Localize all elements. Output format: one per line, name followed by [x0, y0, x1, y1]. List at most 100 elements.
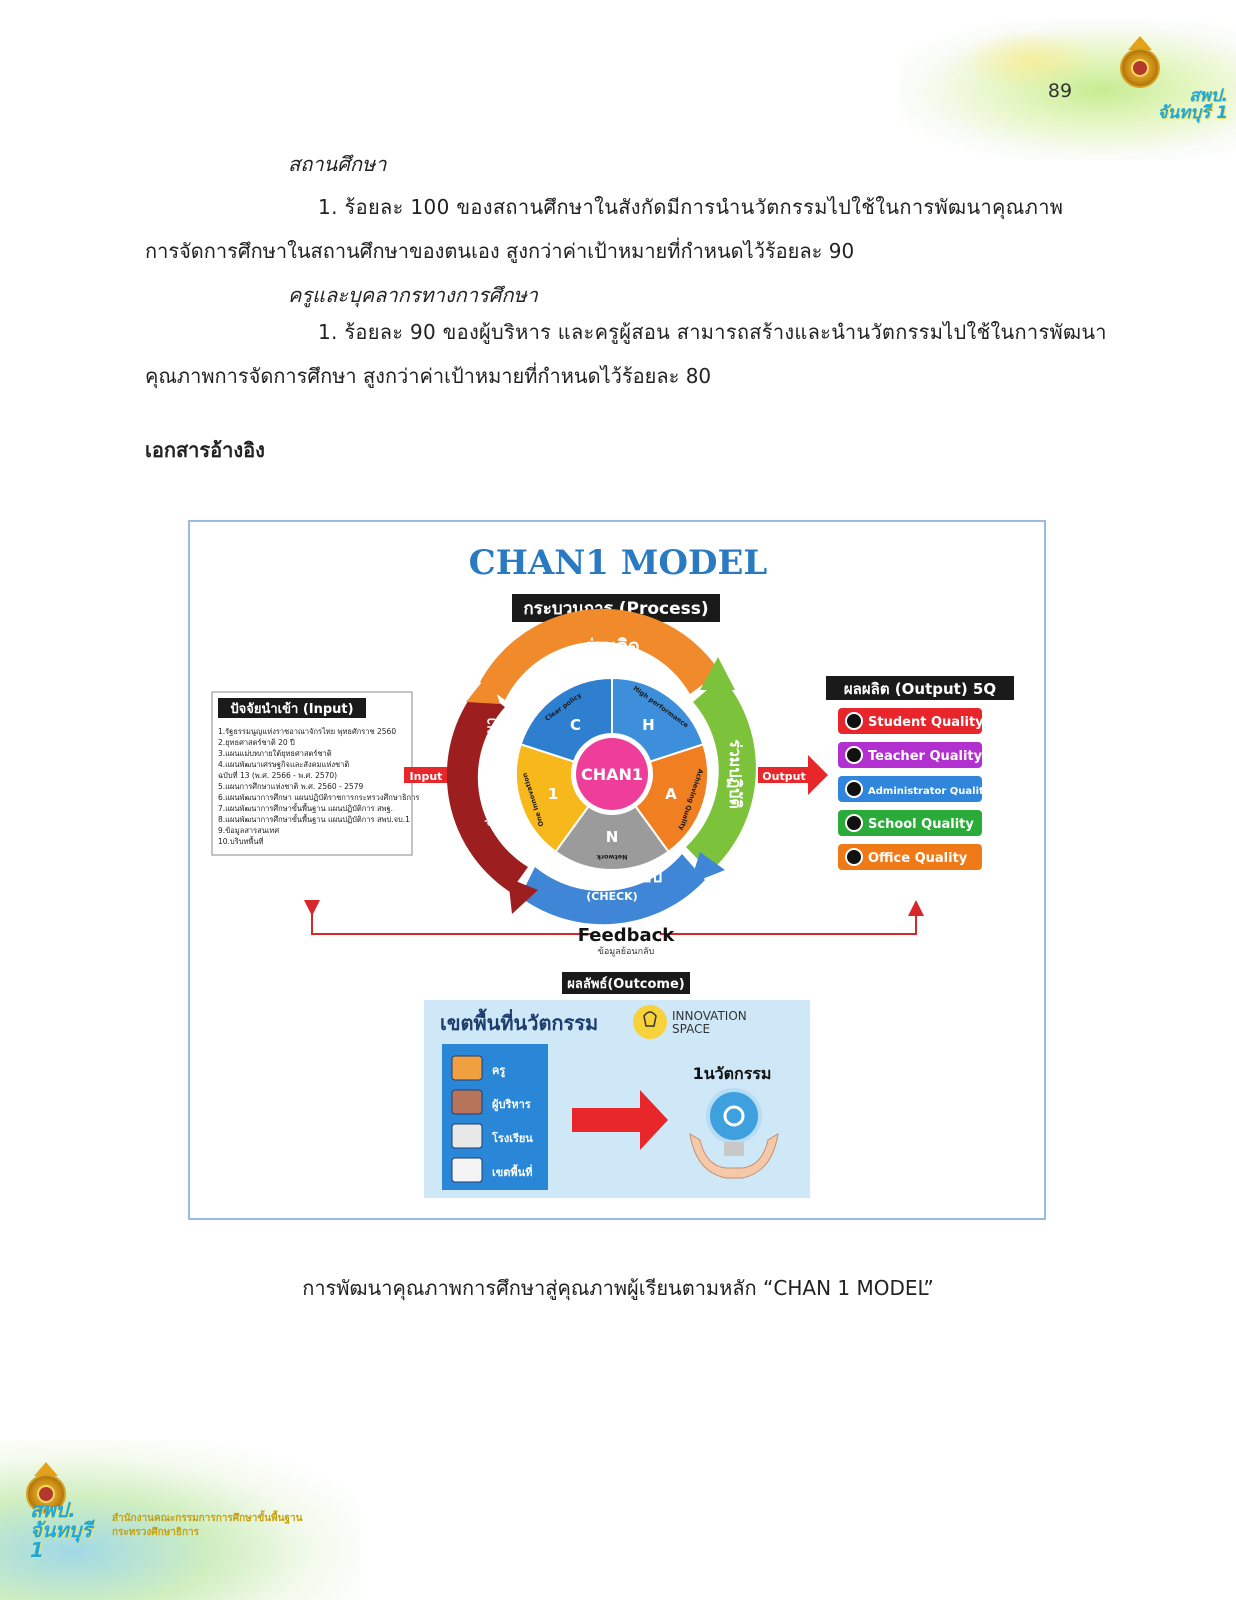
input-title-box	[218, 698, 366, 718]
feedback-line-right	[660, 900, 924, 935]
teacher-item-line2: คุณภาพการจัดการศึกษา สูงกว่าค่าเป้าหมายท…	[145, 364, 712, 388]
input-item: ฉบับที่ 13 (พ.ศ. 2566 - พ.ศ. 2570)	[218, 770, 337, 780]
input-arrow-label: Input	[410, 770, 443, 783]
input-title: ปัจจัยนำเข้า (Input)	[230, 701, 353, 717]
hands-icon	[689, 1133, 779, 1179]
chan1-model-diagram: CHAN1 MODEL กระบวนการ (Process) ปัจจัยนำ…	[211, 543, 1014, 1198]
header-glow	[960, 30, 1100, 90]
header-brand: สพป. จันทบุรี 1	[1128, 88, 1228, 122]
output-label: Administrator Quality	[868, 786, 991, 797]
input-box	[211, 691, 413, 856]
center-circle	[576, 738, 648, 810]
output-pill	[838, 776, 982, 802]
gear-icon	[723, 1105, 745, 1127]
do-arrowhead	[690, 852, 725, 884]
do-arc	[686, 677, 756, 872]
school-item-line2: การจัดการศึกษาในสถานศึกษาของตนเอง สูงกว่…	[145, 239, 855, 263]
one-innovation-label: 1นวัตกรรม	[693, 1064, 772, 1083]
chan-segment	[634, 743, 709, 854]
plan-label: ร่วมคิด	[584, 636, 639, 657]
plan-label-en: (PLAN)	[591, 660, 634, 673]
output-pill	[838, 810, 982, 836]
input-item: 5.แผนการศึกษาแห่งชาติ พ.ศ. 2560 - 2579	[218, 782, 363, 791]
center-label: CHAN1	[581, 765, 643, 784]
lightbulb-icon	[633, 1005, 667, 1039]
footer-emblem-logo	[24, 1462, 68, 1524]
innovation-area-title: เขตพื้นที่นวัตกรรม	[440, 1008, 598, 1035]
stakeholder-label: เขตพื้นที่	[492, 1164, 532, 1179]
input-item: 9.ข้อมูลสารสนเทศ	[218, 826, 279, 835]
stakeholder-label: ผู้บริหาร	[492, 1098, 531, 1112]
header-brand-line1: สพป.	[1189, 86, 1228, 106]
input-item: 10.บริบทพื้นที่	[218, 836, 263, 846]
footer-brand-line2: จันทบุรี 1	[30, 1518, 93, 1562]
teacher-item-line1: 1. ร้อยละ 90 ของผู้บริหาร และครูผู้สอน ส…	[318, 320, 1107, 344]
plan-arc	[480, 608, 720, 700]
check-arc	[520, 854, 705, 925]
figure-caption: การพัฒนาคุณภาพการศึกษาสู่คุณภาพผู้เรียนต…	[302, 1276, 934, 1300]
do-label: ร่วมปฏิบัติ	[726, 739, 745, 809]
page-number: 89	[1047, 80, 1073, 102]
output-title: ผลผลิต (Output) 5Q	[844, 680, 996, 698]
input-item: 2.ยุทธศาสตร์ชาติ 20 ปี	[218, 738, 295, 747]
stakeholder-icon	[451, 1123, 483, 1149]
feedback-label: Feedback	[578, 925, 676, 946]
office-emblem-logo	[1118, 36, 1162, 98]
input-items-list: 1.รัฐธรรมนูญแห่งราชอาณาจักรไทย พุทธศักรา…	[218, 727, 419, 846]
stakeholder-icon	[451, 1157, 483, 1183]
innovation-space-line2: SPACE	[672, 1022, 710, 1036]
output-pill	[838, 708, 982, 734]
input-item: 1.รัฐธรรมนูญแห่งราชอาณาจักรไทย พุทธศักรา…	[218, 727, 396, 736]
feedback-th-label: ข้อมูลย้อนกลับ	[598, 946, 655, 957]
act-label-en: (ACT)	[505, 755, 518, 789]
bulb-base	[724, 1142, 744, 1156]
output-pill	[838, 844, 982, 870]
chan-segment	[519, 676, 613, 763]
pdca-cycle	[446, 608, 756, 925]
do-label-en: (DO)	[707, 760, 720, 789]
output-arrow	[758, 755, 828, 795]
output-pill	[838, 742, 982, 768]
chan-segment-letter: N	[606, 828, 619, 846]
output-arrow-label: Output	[762, 770, 805, 783]
output-label: Teacher Quality	[868, 749, 983, 764]
chan-segment	[611, 676, 705, 763]
output-label: Student Quality	[868, 715, 984, 730]
input-item: 3.แผนแม่บทภายใต้ยุทธศาสตร์ชาติ	[218, 749, 332, 758]
innovation-bulb-icon	[706, 1088, 762, 1144]
act-label: ร่วมปรับปรุง พัฒนา	[484, 718, 499, 827]
footer-brand-line1: สพป.	[30, 1498, 76, 1522]
outcome-label: ผลลัพธ์(Outcome)	[567, 976, 684, 992]
output-label: School Quality	[868, 817, 974, 832]
footer-office-line2: กระทรวงศึกษาธิการ	[112, 1527, 200, 1538]
heading-teacher: ครูและบุคลากรทางการศึกษา	[288, 283, 538, 307]
bullet-icon	[845, 780, 863, 798]
bullet-icon	[845, 814, 863, 832]
bullet-icon	[845, 848, 863, 866]
chan-segment-letter: H	[642, 716, 655, 734]
chan-segment-word: Network	[596, 853, 628, 861]
feedback-line-left	[304, 900, 592, 935]
outcome-label-box	[562, 972, 690, 994]
bullet-icon	[845, 712, 863, 730]
figure-title: CHAN1 MODEL	[469, 543, 768, 583]
input-item: 4.แผนพัฒนาเศรษฐกิจและสังคมแห่งชาติ	[218, 760, 349, 769]
footer-decoration	[0, 1440, 360, 1600]
references-heading: เอกสารอ้างอิง	[145, 438, 265, 462]
footer-office-line1: สำนักงานคณะกรรมการการศึกษาขั้นพื้นฐาน	[112, 1513, 303, 1524]
chan-segment	[515, 743, 590, 854]
stakeholder-label: ครู	[492, 1064, 505, 1078]
act-arrowhead	[466, 672, 500, 704]
check-label-en: (CHECK)	[586, 890, 637, 903]
school-item-line1: 1. ร้อยละ 100 ของสถานศึกษาในสังกัดมีการน…	[318, 195, 1064, 219]
input-item: 7.แผนพัฒนาการศึกษาขั้นพื้นฐาน แผนปฏิบัติ…	[218, 803, 393, 813]
check-arrowhead	[508, 878, 538, 914]
heading-school: สถานศึกษา	[288, 152, 387, 176]
check-label: ร่วมตรวจสอบ	[562, 867, 663, 887]
header-brand-line2: จันทบุรี 1	[1157, 103, 1228, 123]
plan-arrowhead	[700, 657, 735, 690]
chan-segment	[554, 804, 670, 871]
